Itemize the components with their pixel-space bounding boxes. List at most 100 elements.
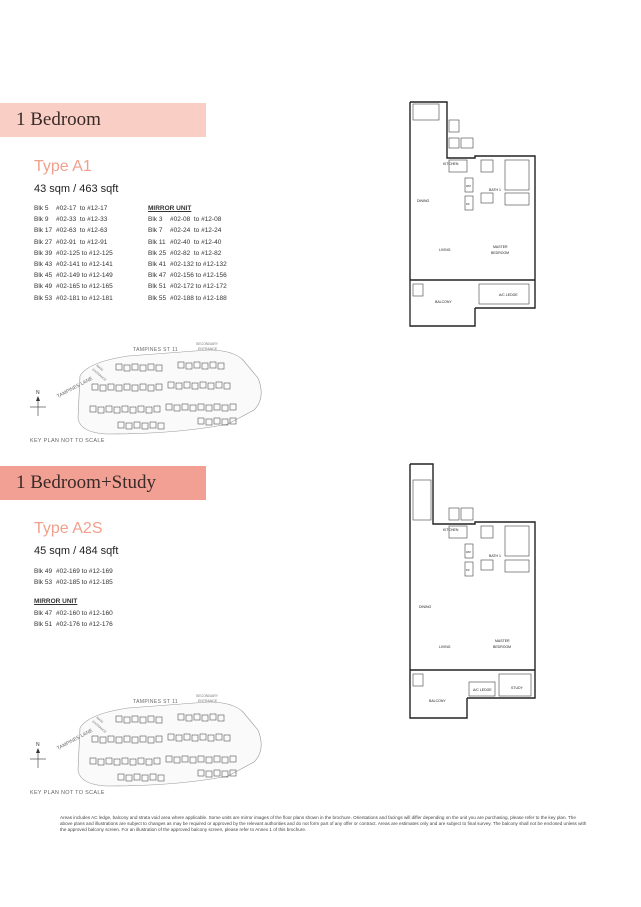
building-block xyxy=(125,774,133,782)
building-block xyxy=(207,382,215,390)
building-block xyxy=(147,363,155,371)
main-label: MAIN xyxy=(95,364,104,373)
room-label-master: MASTER xyxy=(495,639,510,643)
list-item: Blk 51#02-172 to #12-172 xyxy=(148,283,227,291)
list-item: Blk 47#02-160 to #12-160 xyxy=(34,609,113,617)
building-block xyxy=(181,755,189,763)
mirror-unit-heading: MIRROR UNIT xyxy=(148,205,192,212)
room-label-kitchen: KITCHEN xyxy=(443,162,459,166)
room-label-balcony: BALCONY xyxy=(435,300,452,304)
building-blocks xyxy=(89,713,237,782)
building-block xyxy=(229,403,237,411)
building-block xyxy=(137,405,145,413)
building-block xyxy=(185,362,193,370)
list-item: Blk 49#02-165 to #12-165 xyxy=(34,283,113,291)
room-label-living: LIVING xyxy=(439,645,451,649)
room-label-living: LIVING xyxy=(439,248,451,252)
building-block xyxy=(189,404,197,412)
building-block xyxy=(131,384,139,392)
building-block xyxy=(197,403,205,411)
key-plan-note: KEY PLAN NOT TO SCALE xyxy=(30,790,105,796)
building-block xyxy=(213,769,221,777)
building-block xyxy=(97,758,105,766)
list-item: Blk 5#02-17 to #12-17 xyxy=(34,205,108,212)
building-block xyxy=(177,713,185,721)
building-block xyxy=(99,384,107,392)
building-block xyxy=(167,381,175,389)
building-block xyxy=(229,755,237,763)
building-block xyxy=(155,383,163,391)
building-block xyxy=(141,774,149,782)
room-label-bath: BATH 1 xyxy=(489,188,501,192)
room-label-bath: BATH 1 xyxy=(489,554,501,558)
list-item: Blk 55#02-188 to #12-188 xyxy=(148,294,227,302)
building-block xyxy=(205,404,213,412)
building-block xyxy=(105,405,113,413)
building-block xyxy=(125,422,133,430)
room-label-ac-ledge: A/C LEDGE xyxy=(499,293,518,297)
secondary-entrance-label: ENTRANCE xyxy=(198,347,218,351)
building-block xyxy=(113,406,121,414)
building-block xyxy=(221,404,229,412)
floor-plan-type-a2s: KITCHEN BATH 1 DINING LIVING MASTER BEDR… xyxy=(409,463,536,719)
building-block xyxy=(205,418,213,426)
building-block xyxy=(131,363,139,371)
unit-type-title: Type A1 xyxy=(34,158,92,175)
building-block xyxy=(139,383,147,391)
building-block xyxy=(165,403,173,411)
building-block xyxy=(153,757,161,765)
building-block xyxy=(147,384,155,392)
building-block xyxy=(215,733,223,741)
building-block xyxy=(129,406,137,414)
north-arrow-icon xyxy=(30,748,46,768)
building-block xyxy=(117,421,125,429)
building-block xyxy=(205,770,213,778)
building-blocks xyxy=(89,361,237,430)
building-block xyxy=(213,417,221,425)
building-block xyxy=(221,770,229,778)
main-label: MAIN xyxy=(95,716,104,725)
room-label-fr: FR xyxy=(466,568,470,572)
building-block xyxy=(173,756,181,764)
building-block xyxy=(213,755,221,763)
list-item: Blk 27#02-91 to #12-91 xyxy=(34,238,108,246)
unit-size: 43 sqm / 463 sqft xyxy=(34,183,119,195)
building-block xyxy=(89,405,97,413)
list-item: Blk 17#02-63 to #12-63 xyxy=(34,227,108,235)
room-label-wm: WM xyxy=(466,550,471,554)
list-item: Blk 41#02-132 to #12-132 xyxy=(148,261,227,269)
building-block xyxy=(115,384,123,392)
building-block xyxy=(201,362,209,370)
section-band-1-bedroom: 1 Bedroom xyxy=(0,103,206,137)
list-item: Blk 39#02-125 to #12-125 xyxy=(34,249,113,257)
building-block xyxy=(123,383,131,391)
building-block xyxy=(197,769,205,777)
building-block xyxy=(129,758,137,766)
unit-size: 45 sqm / 484 sqft xyxy=(34,545,119,557)
building-block xyxy=(155,364,163,372)
list-item: Blk 25#02-82 to #12-82 xyxy=(148,249,222,257)
north-arrow-icon xyxy=(30,396,46,416)
building-block xyxy=(107,735,115,743)
building-block xyxy=(223,382,231,390)
building-block xyxy=(115,736,123,744)
building-block xyxy=(157,422,165,430)
secondary-label: SECONDARY xyxy=(196,342,219,346)
mirror-unit-list: MIRROR UNIT Blk 3#02-08 to #12-08 Blk 7#… xyxy=(148,203,227,304)
secondary-entrance-label: ENTRANCE xyxy=(198,699,218,703)
street-label: TAMPINES ST 11 xyxy=(133,699,178,705)
north-label: N xyxy=(36,742,40,748)
building-block xyxy=(123,735,131,743)
building-block xyxy=(175,734,183,742)
building-block xyxy=(91,383,99,391)
building-block xyxy=(121,405,129,413)
key-plan-note: KEY PLAN NOT TO SCALE xyxy=(30,438,105,444)
building-block xyxy=(141,422,149,430)
building-block xyxy=(121,757,129,765)
secondary-label: SECONDARY xyxy=(196,694,219,698)
building-block xyxy=(145,758,153,766)
building-block xyxy=(199,733,207,741)
building-block xyxy=(145,406,153,414)
room-label-dining: DINING xyxy=(417,199,430,203)
building-block xyxy=(191,734,199,742)
